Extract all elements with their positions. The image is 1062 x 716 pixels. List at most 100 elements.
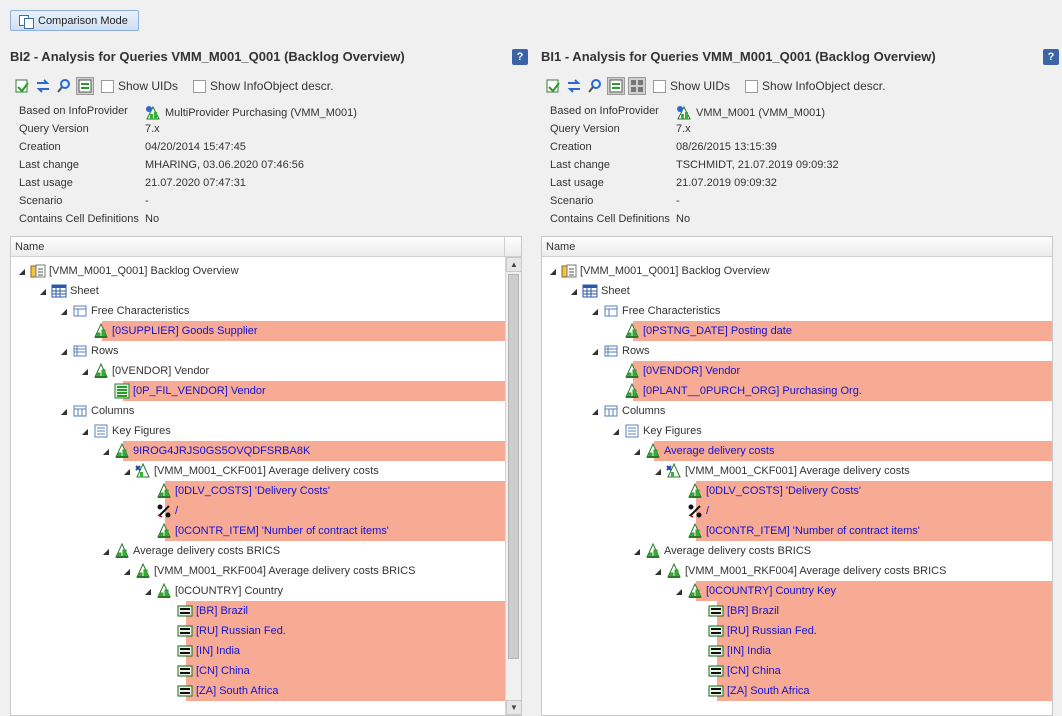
query-tree[interactable]: Name ◢[VMM_M001_Q001] Backlog Overview◢S… [541, 236, 1053, 716]
collapse-arrow-icon[interactable]: ◢ [60, 306, 68, 316]
tree-node[interactable]: [0CONTR_ITEM] 'Number of contract items' [542, 521, 1052, 541]
collapse-arrow-icon[interactable]: ◢ [81, 366, 89, 376]
tree-node[interactable]: ◢Columns [11, 401, 506, 421]
tree-node[interactable]: [BR] Brazil [11, 601, 506, 621]
tree-node[interactable]: ◢Free Characteristics [11, 301, 506, 321]
tree-column-header[interactable]: Name [542, 237, 1052, 257]
checkbox-box[interactable] [745, 79, 759, 93]
tree-node[interactable]: [0DLV_COSTS] 'Delivery Costs' [542, 481, 1052, 501]
tree-node[interactable]: [ZA] South Africa [542, 681, 1052, 701]
scroll-down-arrow-icon[interactable]: ▼ [506, 700, 521, 715]
tree-node[interactable]: ◢Rows [11, 341, 506, 361]
collapse-arrow-icon[interactable]: ◢ [144, 586, 152, 596]
tree-column-header[interactable]: Name [11, 237, 521, 257]
tree-node[interactable]: ◢Rows [542, 341, 1052, 361]
tree-node[interactable]: [0CONTR_ITEM] 'Number of contract items' [11, 521, 506, 541]
tree-node[interactable]: ◢Average delivery costs BRICS [11, 541, 506, 561]
collapse-arrow-icon[interactable]: ◢ [591, 406, 599, 416]
tree-node[interactable]: ◢[VMM_M001_CKF001] Average delivery cost… [542, 461, 1052, 481]
tree-node[interactable]: / [11, 501, 506, 521]
tree-node[interactable]: ◢Average delivery costs [542, 441, 1052, 461]
compare-toggle-icon[interactable] [76, 77, 94, 95]
tree-node[interactable]: [0PLANT__0PURCH_ORG] Purchasing Org. [542, 381, 1052, 401]
tree-node[interactable]: ◢Key Figures [11, 421, 506, 441]
tree-node[interactable]: ◢Free Characteristics [542, 301, 1052, 321]
tree-node[interactable]: ◢Sheet [11, 281, 506, 301]
collapse-arrow-icon[interactable]: ◢ [39, 286, 47, 296]
tree-node[interactable]: [CN] China [11, 661, 506, 681]
collapse-arrow-icon[interactable]: ◢ [591, 346, 599, 356]
checkbox-box[interactable] [193, 79, 207, 93]
help-icon[interactable]: ? [512, 49, 528, 65]
tree-node[interactable]: ◢Average delivery costs BRICS [542, 541, 1052, 561]
collapse-arrow-icon[interactable]: ◢ [18, 266, 26, 276]
tree-node[interactable]: ◢[VMM_M001_RKF004] Average delivery cost… [542, 561, 1052, 581]
search-icon[interactable] [586, 77, 604, 95]
tree-node-content: ◢9IROG4JRJS0GS5OVQDFSRBA8K [101, 443, 310, 459]
search-icon[interactable] [55, 77, 73, 95]
tree-node[interactable]: / [542, 501, 1052, 521]
checkbox-box[interactable] [653, 79, 666, 93]
export-icon[interactable] [13, 77, 31, 95]
tree-node[interactable]: ◢[VMM_M001_RKF004] Average delivery cost… [11, 561, 506, 581]
tree-node[interactable]: [IN] India [542, 641, 1052, 661]
help-icon[interactable]: ? [1043, 49, 1059, 65]
checkbox-box[interactable] [101, 79, 114, 93]
compare-toggle-icon[interactable] [607, 77, 625, 95]
characteristic-icon [687, 523, 703, 539]
collapse-arrow-icon[interactable]: ◢ [60, 346, 68, 356]
collapse-arrow-icon[interactable]: ◢ [570, 286, 578, 296]
tree-node[interactable]: [0P_FIL_VENDOR] Vendor [11, 381, 506, 401]
scroll-up-arrow-icon[interactable]: ▲ [506, 257, 521, 272]
scrollbar-thumb[interactable] [508, 274, 519, 659]
collapse-arrow-icon[interactable]: ◢ [654, 566, 662, 576]
collapse-arrow-icon[interactable]: ◢ [591, 306, 599, 316]
collapse-arrow-icon[interactable]: ◢ [102, 546, 110, 556]
query-tree[interactable]: Name ◢[VMM_M001_Q001] Backlog Overview◢S… [10, 236, 522, 716]
leaf-spacer [164, 626, 174, 636]
sync-icon[interactable] [565, 77, 583, 95]
show-uids-checkbox[interactable]: Show UIDs [101, 79, 178, 93]
collapse-arrow-icon[interactable]: ◢ [654, 466, 662, 476]
tree-node[interactable]: ◢[VMM_M001_Q001] Backlog Overview [11, 261, 506, 281]
collapse-arrow-icon[interactable]: ◢ [102, 446, 110, 456]
tree-node[interactable]: [RU] Russian Fed. [11, 621, 506, 641]
tree-node-content: [BR] Brazil [164, 603, 248, 619]
collapse-arrow-icon[interactable]: ◢ [675, 586, 683, 596]
tree-node[interactable]: [0DLV_COSTS] 'Delivery Costs' [11, 481, 506, 501]
grid-view-icon[interactable] [628, 77, 646, 95]
sync-icon[interactable] [34, 77, 52, 95]
tree-node[interactable]: [0PSTNG_DATE] Posting date [542, 321, 1052, 341]
tree-node[interactable]: ◢[0COUNTRY] Country Key [542, 581, 1052, 601]
vertical-scrollbar[interactable]: ▲ ▼ [505, 257, 521, 715]
tree-node[interactable]: ◢9IROG4JRJS0GS5OVQDFSRBA8K [11, 441, 506, 461]
collapse-arrow-icon[interactable]: ◢ [612, 426, 620, 436]
tree-node[interactable]: [0SUPPLIER] Goods Supplier [11, 321, 506, 341]
tree-node-content: / [143, 503, 178, 519]
collapse-arrow-icon[interactable]: ◢ [549, 266, 557, 276]
tree-node[interactable]: [RU] Russian Fed. [542, 621, 1052, 641]
tree-node[interactable]: [BR] Brazil [542, 601, 1052, 621]
tree-node[interactable]: [IN] India [11, 641, 506, 661]
collapse-arrow-icon[interactable]: ◢ [60, 406, 68, 416]
comparison-mode-button[interactable]: Comparison Mode [10, 10, 139, 31]
tree-node[interactable]: [ZA] South Africa [11, 681, 506, 701]
collapse-arrow-icon[interactable]: ◢ [81, 426, 89, 436]
show-uids-checkbox[interactable]: Show UIDs [653, 79, 730, 93]
collapse-arrow-icon[interactable]: ◢ [123, 566, 131, 576]
tree-node[interactable]: ◢[VMM_M001_CKF001] Average delivery cost… [11, 461, 506, 481]
tree-node[interactable]: ◢Sheet [542, 281, 1052, 301]
collapse-arrow-icon[interactable]: ◢ [633, 446, 641, 456]
show-infoobject-checkbox[interactable]: Show InfoObject descr. [193, 79, 333, 93]
show-infoobject-checkbox[interactable]: Show InfoObject descr. [745, 79, 885, 93]
tree-node[interactable]: ◢[0COUNTRY] Country [11, 581, 506, 601]
tree-node[interactable]: [CN] China [542, 661, 1052, 681]
export-icon[interactable] [544, 77, 562, 95]
tree-node[interactable]: ◢[VMM_M001_Q001] Backlog Overview [542, 261, 1052, 281]
tree-node[interactable]: ◢Columns [542, 401, 1052, 421]
collapse-arrow-icon[interactable]: ◢ [633, 546, 641, 556]
tree-node[interactable]: [0VENDOR] Vendor [542, 361, 1052, 381]
collapse-arrow-icon[interactable]: ◢ [123, 466, 131, 476]
tree-node[interactable]: ◢Key Figures [542, 421, 1052, 441]
tree-node[interactable]: ◢[0VENDOR] Vendor [11, 361, 506, 381]
